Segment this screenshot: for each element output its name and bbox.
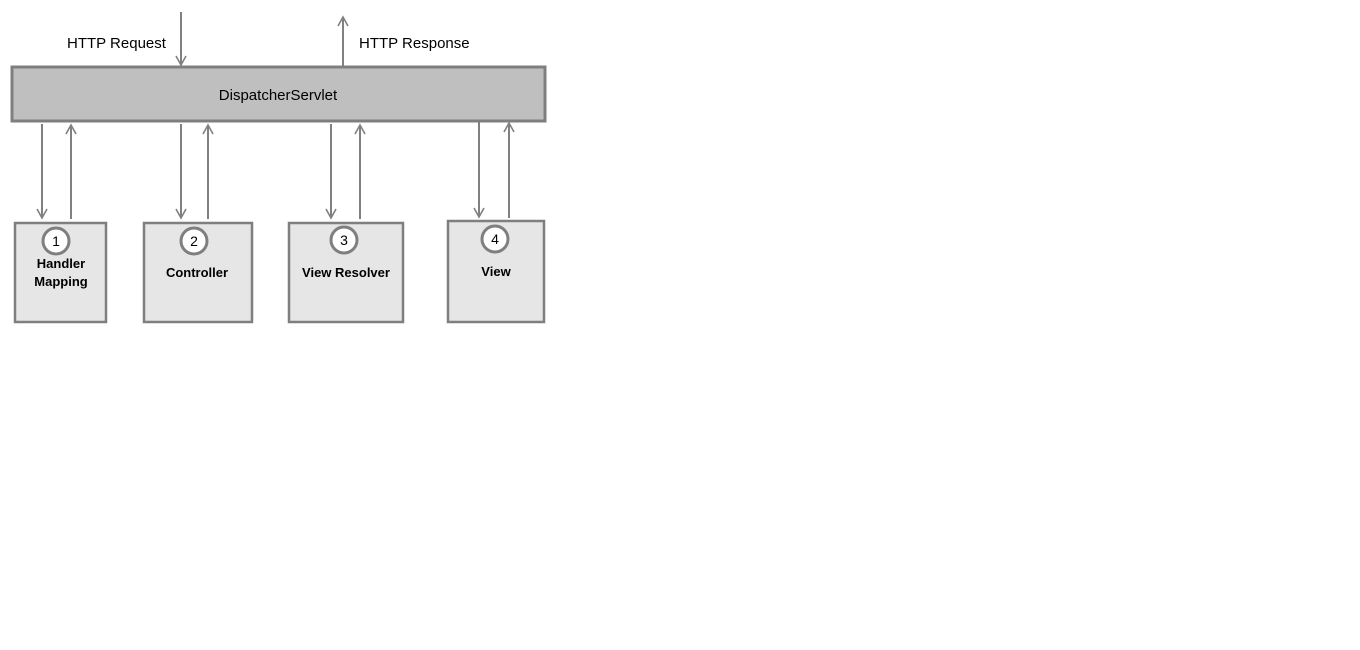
controller-label: Controller (166, 265, 228, 280)
http-request-label: HTTP Request (67, 35, 167, 52)
view-component: 4 View (446, 219, 546, 324)
step-3-number: 3 (340, 232, 348, 248)
dispatcher-servlet-label: DispatcherServlet (219, 87, 338, 104)
http-response-label: HTTP Response (359, 35, 470, 52)
view-resolver-label: View Resolver (302, 265, 390, 280)
handler-mapping-component: 1 Handler Mapping (13, 221, 108, 324)
step-4-number: 4 (491, 231, 499, 247)
step-3-badge (329, 225, 359, 255)
view-label: View (481, 264, 511, 279)
step-2-badge (179, 226, 209, 256)
step-1-badge (41, 226, 71, 256)
handler-mapping-label-line2: Mapping (34, 274, 87, 289)
step-1-number: 1 (52, 233, 60, 249)
view-resolver-component: 3 View Resolver (287, 221, 405, 324)
controller-component: 2 Controller (142, 221, 254, 324)
handler-mapping-label-line1: Handler (37, 256, 85, 271)
dispatcher-servlet-box (10, 65, 547, 123)
step-2-number: 2 (190, 233, 198, 249)
step-4-badge (480, 224, 510, 254)
